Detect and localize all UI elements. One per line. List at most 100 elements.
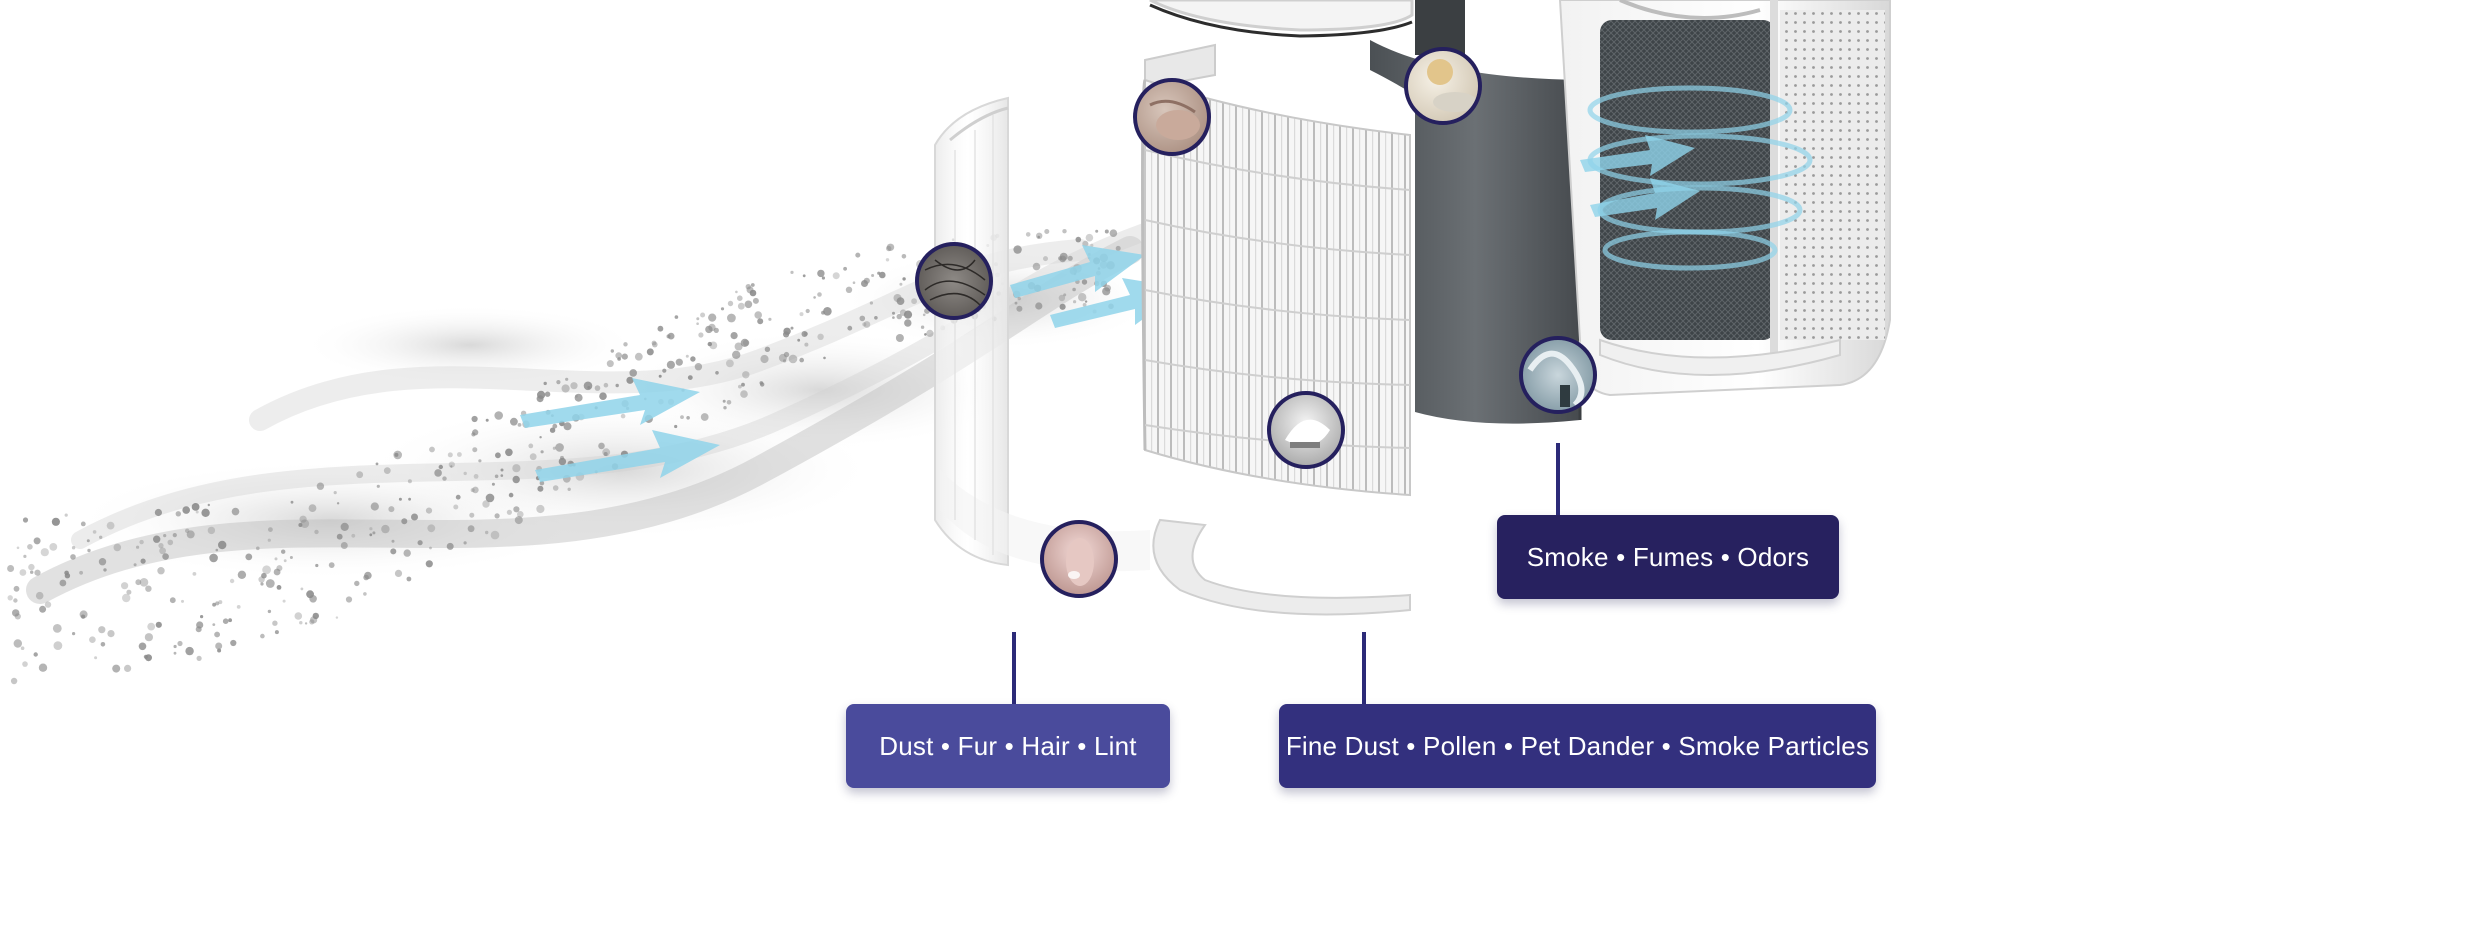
particle: [513, 506, 520, 513]
particle: [207, 503, 210, 507]
particle: [103, 568, 107, 572]
particle: [821, 276, 826, 280]
particle: [574, 393, 583, 402]
particle: [139, 578, 149, 587]
particle: [1067, 255, 1073, 261]
particle: [598, 442, 605, 450]
particle: [485, 418, 489, 422]
particle: [788, 354, 798, 364]
particle: [505, 448, 513, 457]
particle: [855, 252, 861, 258]
particle: [517, 423, 522, 427]
particle: [356, 471, 364, 479]
particle: [40, 548, 49, 557]
particle: [892, 311, 895, 315]
particle: [177, 640, 183, 647]
particle: [425, 507, 433, 514]
particle: [44, 601, 52, 608]
particle: [514, 516, 523, 525]
particle: [281, 549, 286, 554]
particle: [832, 272, 840, 280]
particle: [544, 391, 551, 397]
particle: [885, 258, 890, 262]
particle: [473, 474, 479, 479]
particle: [537, 485, 544, 492]
particle: [218, 540, 227, 550]
particle: [552, 423, 558, 429]
particle: [926, 329, 934, 337]
particle: [255, 546, 260, 551]
particle: [727, 313, 736, 323]
particle: [388, 506, 395, 513]
particle: [13, 598, 18, 603]
particle: [539, 436, 542, 439]
particle: [752, 297, 759, 304]
particle: [94, 656, 98, 660]
particle: [328, 562, 335, 568]
particle: [726, 359, 734, 368]
hepa-pleated-filter: [1141, 0, 1414, 616]
particle: [896, 297, 905, 305]
particle: [215, 642, 223, 650]
particle: [196, 655, 202, 662]
particle: [411, 513, 418, 521]
particle: [1085, 233, 1094, 242]
particle: [922, 313, 926, 317]
particle: [707, 341, 712, 347]
particle: [162, 553, 169, 560]
particle: [626, 376, 634, 384]
particle: [7, 595, 13, 601]
particle: [494, 411, 504, 420]
particle: [38, 663, 48, 672]
particle: [529, 453, 537, 461]
particle: [549, 427, 556, 433]
particle: [843, 266, 847, 271]
particle: [512, 475, 520, 484]
particle: [282, 599, 286, 603]
particle: [72, 632, 76, 636]
particle: [895, 334, 904, 342]
particle: [621, 353, 628, 360]
particle: [666, 334, 671, 339]
particle: [563, 422, 572, 431]
particle: [742, 339, 750, 346]
particle: [1035, 302, 1043, 310]
particle: [634, 352, 643, 361]
particle: [369, 527, 373, 531]
particle: [726, 400, 732, 405]
particle: [517, 511, 524, 518]
particle: [797, 338, 801, 342]
particle: [709, 341, 718, 350]
particle: [300, 519, 310, 528]
particle: [804, 342, 809, 347]
particle: [272, 620, 278, 626]
particle: [274, 557, 278, 561]
particle: [778, 353, 787, 362]
particle: [556, 380, 561, 385]
particle: [154, 508, 162, 517]
dust-mite-badge-icon: [1133, 78, 1211, 156]
particle: [805, 308, 810, 314]
particle: [536, 504, 545, 514]
particle: [708, 313, 717, 322]
particle: [1082, 303, 1087, 307]
particle: [19, 569, 27, 576]
particle: [398, 497, 402, 501]
particle: [81, 614, 86, 619]
particle: [536, 395, 544, 403]
particle: [89, 636, 96, 643]
particle: [98, 626, 106, 634]
particle: [662, 368, 667, 373]
particle: [658, 374, 662, 378]
particle: [485, 530, 489, 535]
particle: [877, 271, 881, 275]
particle: [22, 661, 28, 667]
particle: [126, 589, 132, 595]
particle: [500, 468, 504, 472]
particle: [427, 524, 436, 533]
particle: [615, 352, 622, 359]
particle: [299, 621, 303, 625]
particle: [14, 613, 21, 620]
particle: [98, 558, 107, 566]
particle: [310, 616, 318, 624]
